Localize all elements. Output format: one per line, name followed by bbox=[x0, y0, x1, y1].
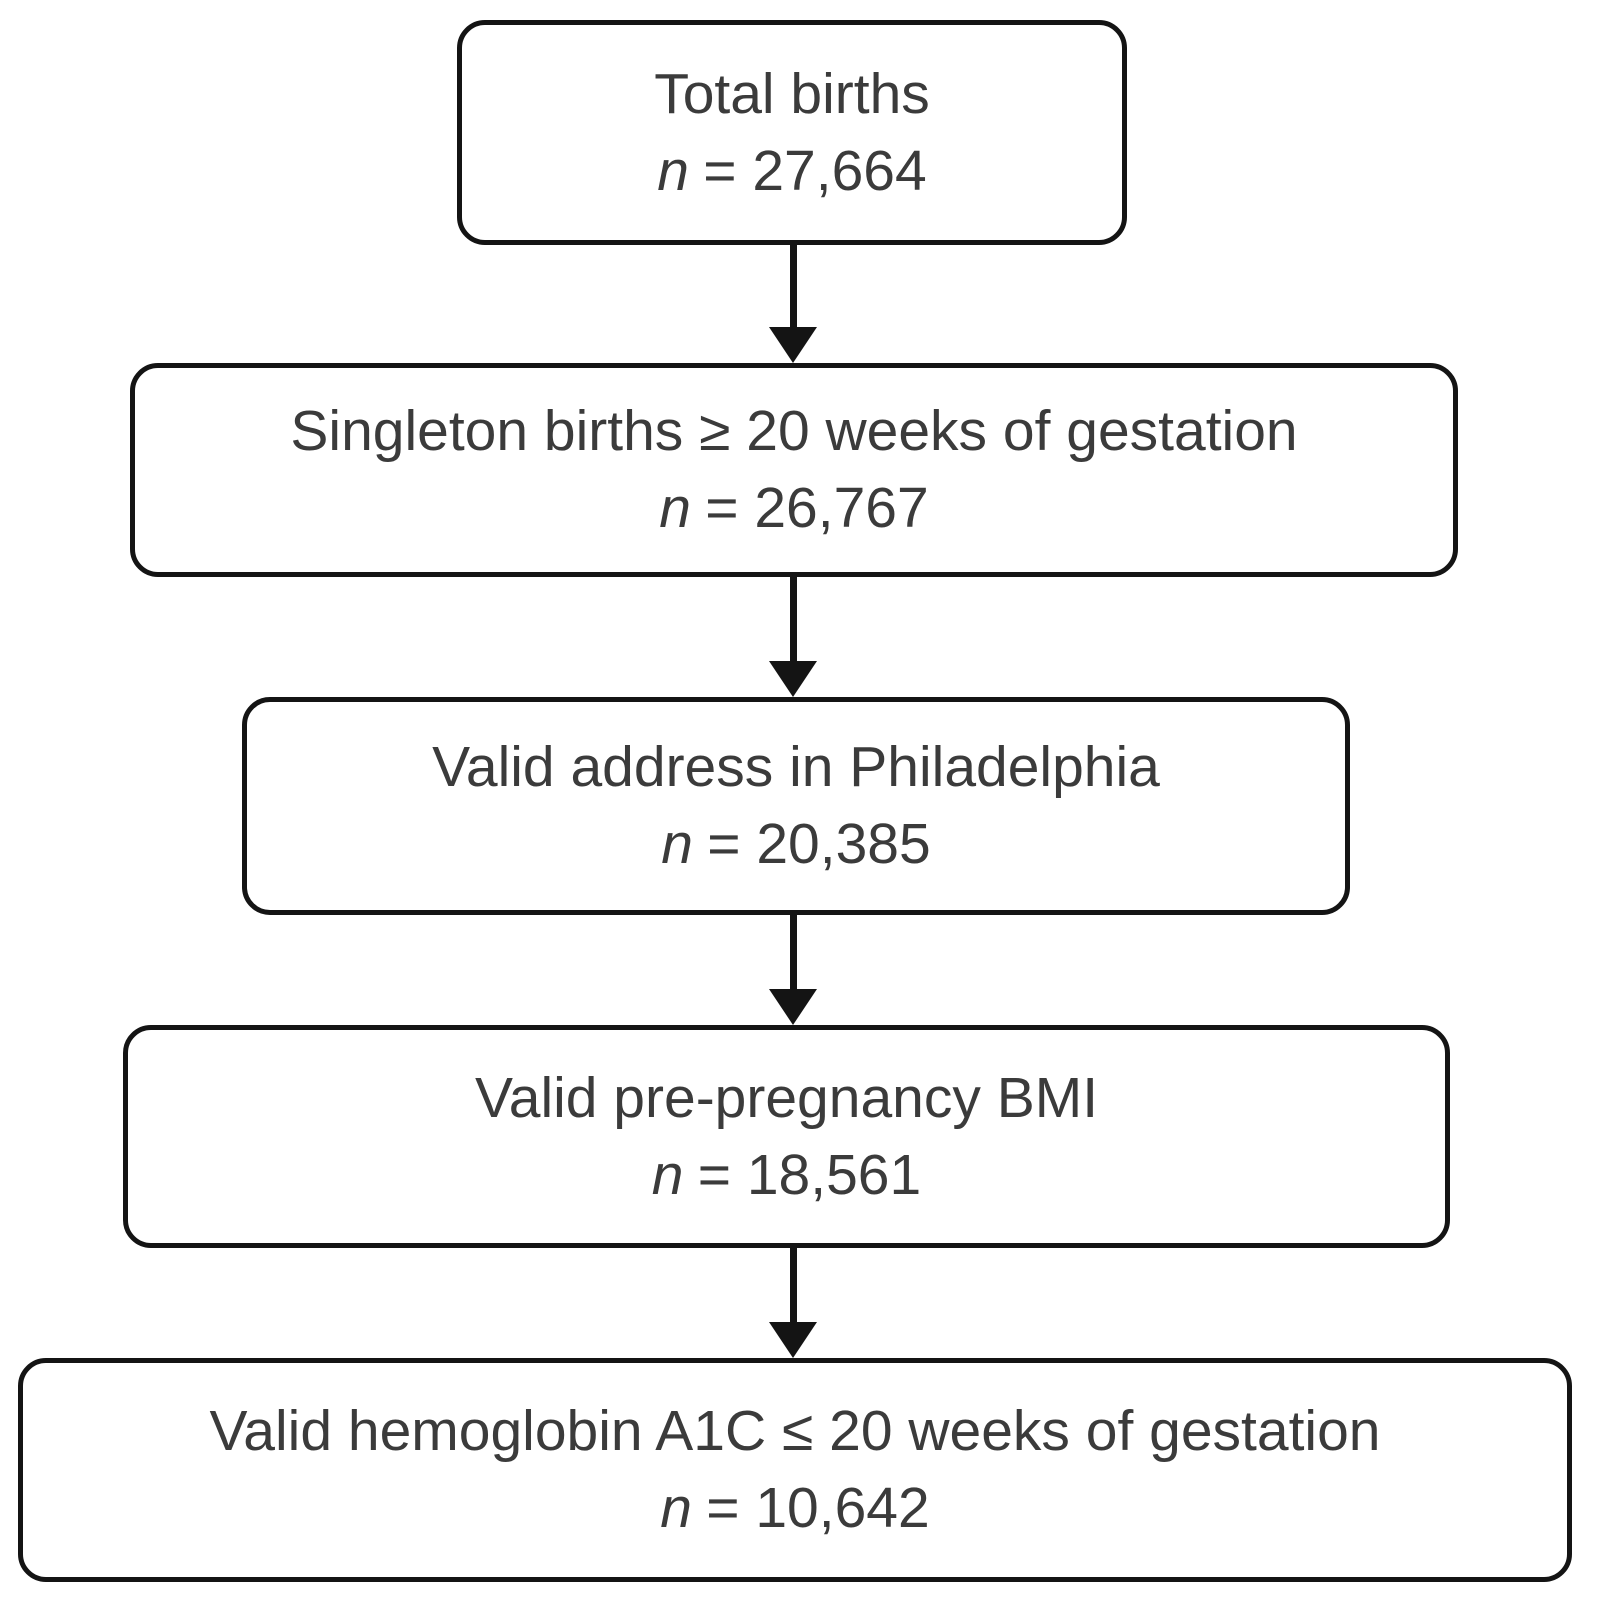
n-symbol: n bbox=[659, 476, 691, 540]
node-count: n= 10,642 bbox=[660, 1470, 929, 1547]
node-count: n= 18,561 bbox=[652, 1137, 921, 1214]
arrow-down-icon bbox=[769, 1322, 817, 1358]
arrow-down-icon bbox=[769, 989, 817, 1025]
n-value: = 26,767 bbox=[705, 476, 929, 540]
node-count: n= 27,664 bbox=[657, 133, 926, 210]
arrow-down-icon bbox=[769, 327, 817, 363]
node-label: Singleton births ≥ 20 weeks of gestation bbox=[290, 399, 1298, 464]
n-symbol: n bbox=[660, 1476, 692, 1540]
node-label: Valid address in Philadelphia bbox=[432, 735, 1160, 800]
n-value: = 20,385 bbox=[707, 812, 931, 876]
flow-node-total-births: Total births n= 27,664 bbox=[457, 20, 1127, 245]
node-label: Valid hemoglobin A1C ≤ 20 weeks of gesta… bbox=[209, 1399, 1381, 1464]
arrow-line bbox=[789, 915, 797, 989]
n-value: = 27,664 bbox=[703, 138, 927, 203]
flow-arrow-1 bbox=[769, 245, 817, 363]
flow-arrow-3 bbox=[769, 915, 817, 1025]
node-count: n= 20,385 bbox=[661, 806, 930, 883]
arrow-down-icon bbox=[769, 661, 817, 697]
node-count: n= 26,767 bbox=[659, 470, 928, 547]
node-label: Total births bbox=[654, 61, 930, 126]
flow-node-valid-a1c: Valid hemoglobin A1C ≤ 20 weeks of gesta… bbox=[18, 1358, 1572, 1582]
n-symbol: n bbox=[651, 1142, 684, 1207]
flow-arrow-2 bbox=[769, 577, 817, 697]
node-label: Valid pre-pregnancy BMI bbox=[474, 1065, 1099, 1130]
flow-arrow-4 bbox=[769, 1248, 817, 1358]
arrow-line bbox=[789, 245, 797, 327]
flow-node-singleton-births: Singleton births ≥ 20 weeks of gestation… bbox=[130, 363, 1458, 577]
n-symbol: n bbox=[661, 812, 693, 876]
n-symbol: n bbox=[657, 138, 689, 203]
flow-node-valid-address: Valid address in Philadelphia n= 20,385 bbox=[242, 697, 1350, 915]
n-value: = 18,561 bbox=[697, 1142, 922, 1207]
flow-node-valid-bmi: Valid pre-pregnancy BMI n= 18,561 bbox=[123, 1025, 1450, 1248]
n-value: = 10,642 bbox=[706, 1476, 930, 1540]
arrow-line bbox=[789, 1248, 797, 1322]
arrow-line bbox=[789, 577, 797, 661]
